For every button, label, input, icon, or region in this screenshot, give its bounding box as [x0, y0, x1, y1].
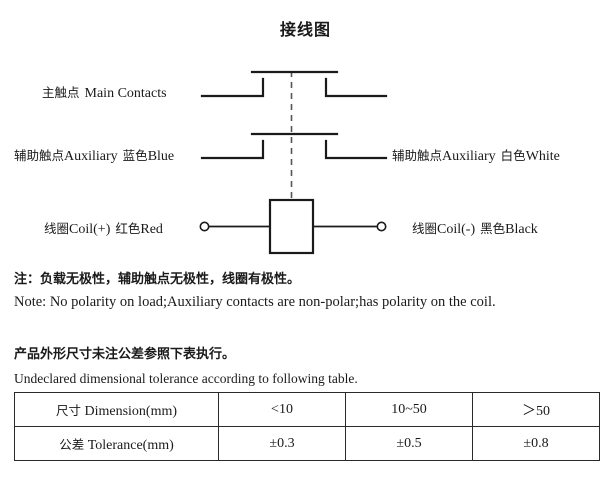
- auxiliary-right-label-en: Auxiliary: [442, 149, 496, 164]
- main-contact-left-lead: [200, 77, 265, 98]
- table-row-header-dimension: 尺寸 Dimension(mm): [14, 392, 219, 427]
- coil-positive-label-en: Coil(+): [69, 222, 111, 237]
- table-row: 尺寸 Dimension(mm) <10 10~50 ＞50: [14, 392, 600, 427]
- auxiliary-right-color-en: White: [525, 149, 560, 164]
- tolerance-value-3: ±0.8: [472, 426, 600, 461]
- main-contacts-symbol: [200, 70, 388, 98]
- coil-negative-label-en: Coil(-): [437, 222, 476, 237]
- coil-negative-terminal: [376, 221, 387, 232]
- table-row: 公差 Tolerance(mm) ±0.3 ±0.5 ±0.8: [14, 426, 600, 461]
- auxiliary-contacts-left-label: 辅助触点Auxiliary 蓝色Blue: [14, 149, 174, 164]
- tolerance-value-1: ±0.3: [218, 426, 346, 461]
- dimension-value-3: ＞50: [472, 392, 600, 427]
- auxiliary-contact-right-lead: [324, 139, 388, 160]
- auxiliary-contact-left-lead: [200, 139, 265, 160]
- coil-negative-color-cn: 黑色: [480, 221, 506, 236]
- main-contact-right-lead: [324, 77, 388, 98]
- note-text-cn: 注：负载无极性，辅助触点无极性，线圈有极性。: [14, 272, 301, 287]
- table-row-header-tolerance: 公差 Tolerance(mm): [14, 426, 219, 461]
- coil-negative-color-en: Black: [505, 222, 538, 237]
- auxiliary-right-color-cn: 白色: [500, 148, 526, 163]
- dimension-header-en: Dimension(mm): [84, 403, 178, 419]
- main-contacts-label-cn: 主触点: [42, 85, 80, 100]
- coil-positive-color-cn: 红色: [115, 221, 141, 236]
- tolerance-heading-block: 产品外形尺寸未注公差参照下表执行。 Undeclared dimensional…: [14, 343, 604, 387]
- tolerance-heading-en: Undeclared dimensional tolerance accordi…: [14, 371, 358, 386]
- dimension-value-2: 10~50: [345, 392, 473, 427]
- wiring-diagram-svg: [199, 70, 388, 255]
- coil-symbol: [199, 198, 387, 255]
- coil-positive-label: 线圈Coil(+) 红色Red: [44, 222, 163, 237]
- tolerance-value-2: ±0.5: [345, 426, 473, 461]
- coil-negative-label: 线圈Coil(-) 黑色Black: [412, 222, 538, 237]
- coil-rectangle: [268, 198, 315, 255]
- coil-positive-terminal: [199, 221, 210, 232]
- tolerance-header-en: Tolerance(mm): [87, 437, 174, 453]
- main-contacts-label: 主触点 Main Contacts: [42, 86, 167, 101]
- auxiliary-right-label-cn: 辅助触点: [392, 148, 443, 163]
- coil-positive-label-cn: 线圈: [44, 221, 70, 236]
- main-contacts-label-en: Main Contacts: [84, 86, 167, 101]
- coil-positive-color-en: Red: [140, 222, 163, 237]
- auxiliary-contacts-symbol: [200, 132, 388, 160]
- auxiliary-contacts-right-label: 辅助触点Auxiliary 白色White: [392, 149, 560, 164]
- tolerance-header-cn: 公差: [59, 436, 85, 452]
- tolerance-heading-cn: 产品外形尺寸未注公差参照下表执行。: [14, 347, 236, 362]
- page-title: 接线图: [279, 20, 331, 39]
- coil-negative-label-cn: 线圈: [412, 221, 438, 236]
- wiring-diagram: [199, 70, 388, 255]
- note-text-en: Note: No polarity on load;Auxiliary cont…: [14, 294, 496, 310]
- auxiliary-left-color-cn: 蓝色: [122, 148, 148, 163]
- auxiliary-left-color-en: Blue: [147, 149, 175, 164]
- auxiliary-left-label-cn: 辅助触点: [14, 148, 65, 163]
- notes-block: 注：负载无极性，辅助触点无极性，线圈有极性。 Note: No polarity…: [14, 268, 604, 311]
- dimension-value-1: <10: [218, 392, 346, 427]
- tolerance-table: 尺寸 Dimension(mm) <10 10~50 ＞50 公差 Tolera…: [14, 392, 600, 461]
- auxiliary-left-label-en: Auxiliary: [64, 149, 118, 164]
- dimension-header-cn: 尺寸: [55, 402, 81, 418]
